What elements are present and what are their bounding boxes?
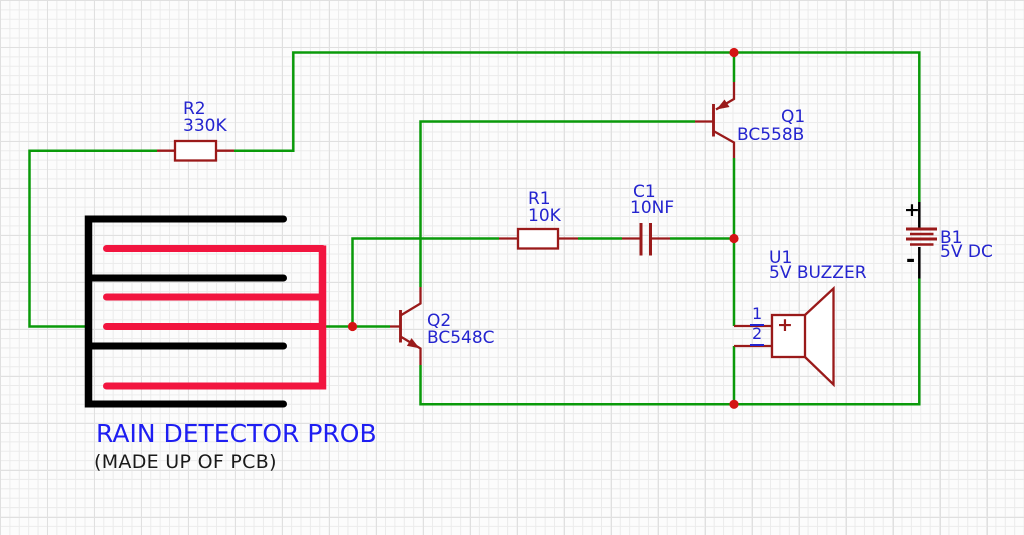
transistor-collector [712,129,736,158]
junction-dot [347,321,358,332]
wires [28,51,921,406]
b1-designator: B1 [940,228,963,248]
transistor-q2 [390,287,422,365]
wire-probe-junction-to-r1 [351,237,499,327]
emitter-arrow [406,338,420,349]
junction-dot [729,47,739,58]
probe-red-comb [103,245,327,390]
battery-minus-mark: - [906,248,916,273]
probe-black-comb [84,215,287,408]
q2-value: BC548C [427,328,495,348]
wire-top-rail [234,51,921,202]
buzzer-pin1-number: 1 [750,305,765,326]
battery-b1 [906,202,937,279]
transistor-emitter [399,335,422,365]
c1-value: 10NF [630,198,675,218]
r2-designator: R2 [183,99,206,119]
resistor-body [516,227,560,250]
transistor-collector [399,287,422,317]
junction-dot [729,233,739,244]
r1-value: 10K [528,206,561,226]
q1-value: BC558B [737,125,805,145]
u1-designator: U1 [769,248,793,268]
rain-probe [84,215,327,408]
r1-designator: R1 [528,189,551,209]
resistor-r2 [157,139,234,162]
buzzer-plus-mark: + [777,314,793,336]
buzzer-horn [804,285,835,388]
b1-value: 5V DC [940,242,993,262]
buzzer-pin2-number: 2 [750,325,765,346]
capacitor-c1 [622,223,670,256]
battery-plus-mark: + [904,199,920,221]
junction-dots [347,47,739,409]
probe-subtitle: (MADE UP OF PCB) [94,451,277,473]
resistor-body [173,139,218,162]
buzzer-u1 [734,285,835,388]
wire-bottom-rail [419,278,921,406]
emitter-arrow [716,99,730,110]
q1-designator: Q1 [781,107,806,127]
transistor-q1 [695,82,736,158]
q2-designator: Q2 [427,311,452,331]
r2-value: 330K [183,116,227,136]
wire-q2-collector-to-q1-base [419,120,695,287]
resistor-r1 [499,227,578,250]
c1-designator: C1 [633,182,656,202]
probe-title: RAIN DETECTOR PROB [96,419,377,448]
junction-dot [729,399,739,409]
u1-value: 5V BUZZER [769,263,867,283]
buzzer-body [770,313,807,359]
wire-left-rail [28,149,157,328]
